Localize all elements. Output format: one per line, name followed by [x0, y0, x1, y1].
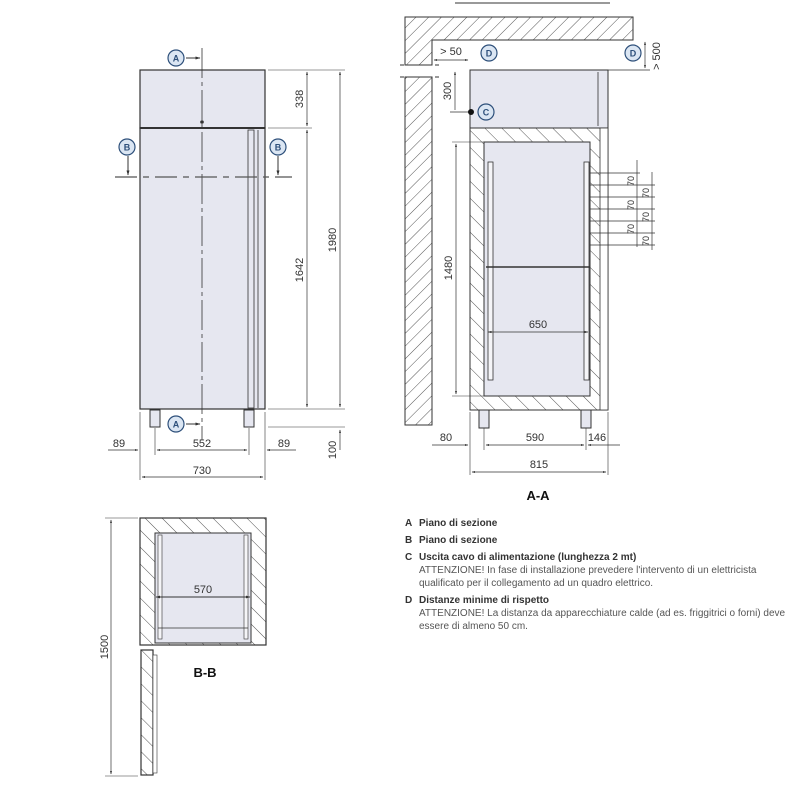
dim-1980: 1980 [327, 228, 339, 252]
foot-right [243, 409, 255, 428]
svg-text:A: A [173, 54, 180, 64]
svg-text:B: B [124, 143, 131, 153]
dim-146: 146 [588, 432, 606, 444]
svg-text:D: D [630, 49, 637, 59]
dim-650: 650 [529, 319, 547, 331]
legend: A Piano di sezione B Piano di sezione C … [405, 517, 795, 637]
cabinet-door [139, 127, 266, 410]
dim-70-6: 70 [641, 236, 651, 246]
svg-text:D: D [486, 49, 493, 59]
svg-text:A: A [173, 420, 180, 430]
dim-70-5: 70 [641, 212, 651, 222]
legend-note: ATTENZIONE! La distanza da apparecchiatu… [419, 608, 786, 632]
aa-foot-rear [478, 409, 490, 429]
cabinet-top-panel [139, 69, 266, 129]
dim-side-clearance: > 50 [440, 46, 462, 58]
foot-left [149, 409, 161, 428]
dim-815: 815 [530, 459, 548, 471]
dim-338: 338 [294, 90, 306, 108]
section-marker-a-bottom: A [167, 415, 185, 433]
legend-item-a: A Piano di sezione [405, 517, 795, 530]
aa-interior [483, 141, 591, 397]
dim-1480: 1480 [443, 256, 455, 280]
dim-70-4: 70 [641, 188, 651, 198]
section-bb: 570 1500 B-B [99, 517, 267, 777]
legend-note: ATTENZIONE! In fase di installazione pre… [419, 565, 757, 589]
legend-item-c: C Uscita cavo di alimentazione (lunghezz… [405, 551, 795, 590]
svg-text:B: B [275, 143, 282, 153]
legend-key: B [405, 535, 413, 546]
legend-title: Piano di sezione [419, 535, 498, 546]
section-bb-title: B-B [193, 665, 216, 680]
marker-d-right: D [624, 44, 642, 62]
svg-text:C: C [483, 108, 490, 118]
dim-570: 570 [194, 584, 212, 596]
legend-title: Uscita cavo di alimentazione (lunghezza … [419, 552, 637, 563]
dim-1500: 1500 [99, 635, 111, 659]
legend-key: C [405, 552, 413, 563]
legend-key: A [405, 518, 413, 529]
dim-80: 80 [440, 432, 452, 444]
legend-item-d: D Distanze minime di rispetto ATTENZIONE… [405, 594, 795, 633]
section-marker-b-right: B [269, 138, 287, 156]
dim-1642: 1642 [294, 258, 306, 282]
bb-interior [154, 532, 252, 644]
section-aa: 70 70 70 70 70 70 > 50 > 500 300 1480 65… [400, 2, 663, 503]
legend-title: Piano di sezione [419, 518, 498, 529]
marker-c: C [477, 103, 495, 121]
section-marker-a-top: A [167, 49, 185, 67]
front-view: A A B B 338 1642 1980 100 [108, 48, 345, 480]
cable-exit-point [468, 109, 474, 115]
section-aa-title: A-A [526, 488, 550, 503]
section-marker-b-left: B [118, 138, 136, 156]
marker-d-left: D [480, 44, 498, 62]
dim-552: 552 [193, 438, 211, 450]
dim-top-clearance: > 500 [651, 42, 663, 70]
dim-590: 590 [526, 432, 544, 444]
legend-title: Distanze minime di rispetto [419, 595, 550, 606]
dim-300: 300 [442, 82, 454, 100]
door-handle [247, 129, 255, 409]
dim-70-3: 70 [626, 224, 636, 234]
dim-730: 730 [193, 465, 211, 477]
aa-foot-front [580, 409, 592, 429]
dim-89-left: 89 [113, 438, 125, 450]
bb-open-door [140, 649, 154, 776]
dim-70-2: 70 [626, 200, 636, 210]
legend-item-b: B Piano di sezione [405, 534, 795, 547]
dim-70-1: 70 [626, 176, 636, 186]
dim-89-right: 89 [278, 438, 290, 450]
wall-hatched [404, 16, 634, 66]
legend-key: D [405, 595, 413, 606]
dim-100: 100 [327, 441, 339, 459]
